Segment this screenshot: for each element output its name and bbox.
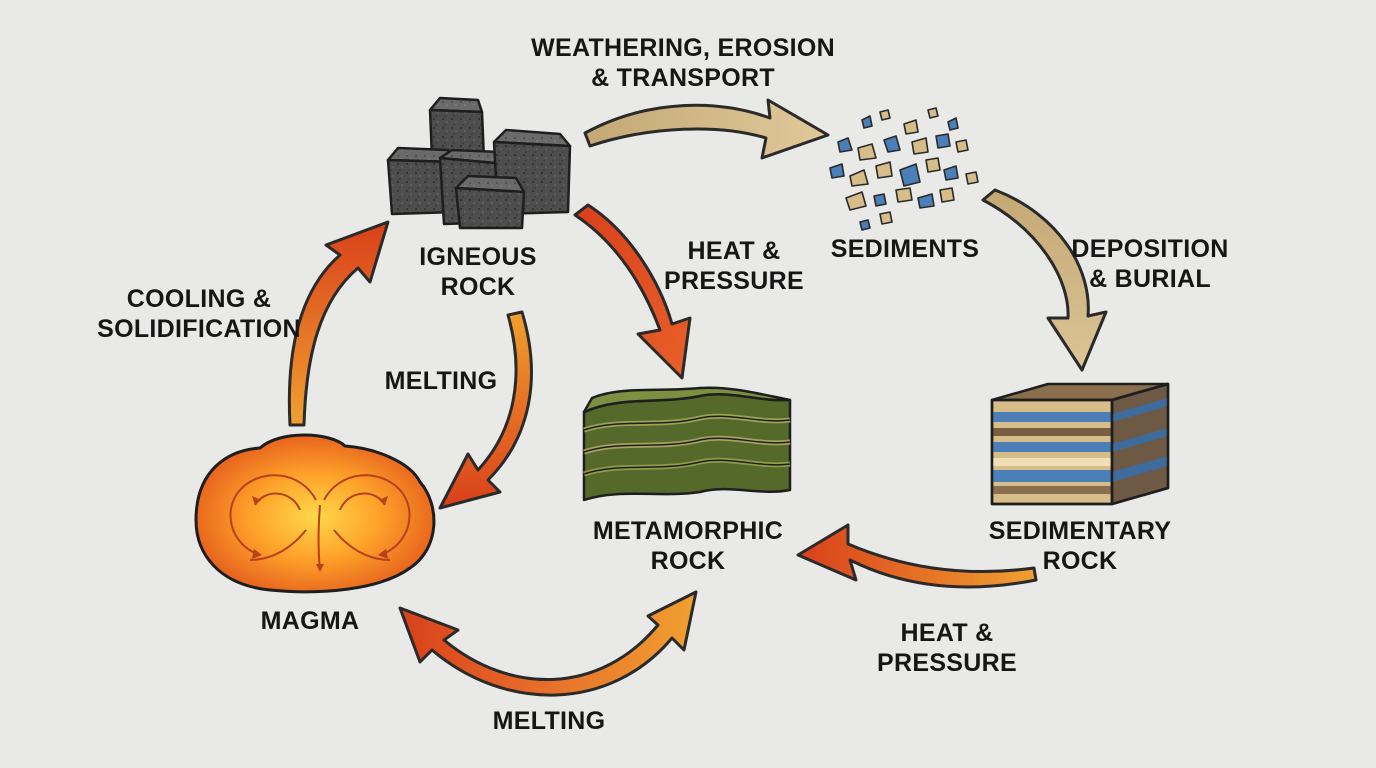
sedimentary-rock-illustration bbox=[990, 382, 1170, 506]
weathering-label-line2: & TRANSPORT bbox=[591, 64, 775, 92]
weathering-arrow bbox=[583, 98, 830, 160]
cooling-arrow bbox=[287, 220, 390, 427]
sediments-illustration bbox=[829, 107, 979, 231]
heat-pressure-igneous-label: HEAT & PRESSURE bbox=[664, 236, 804, 296]
igneous-rock-label-line2: ROCK bbox=[440, 273, 516, 301]
heat-pressure-sedimentary-label-line2: PRESSURE bbox=[877, 649, 1017, 677]
deposition-label: DEPOSITION & BURIAL bbox=[1071, 234, 1228, 294]
weathering-label-line1: WEATHERING, EROSION bbox=[531, 34, 835, 62]
heat-pressure-igneous-label-line2: PRESSURE bbox=[664, 267, 804, 295]
weathering-label: WEATHERING, EROSION & TRANSPORT bbox=[531, 33, 835, 93]
sediments-label-line1: SEDIMENTS bbox=[830, 235, 980, 263]
metamorphic-rock-label: METAMORPHIC ROCK bbox=[593, 516, 783, 576]
metamorphic-rock-illustration bbox=[582, 386, 792, 502]
deposition-label-line1: DEPOSITION bbox=[1071, 235, 1229, 263]
cooling-label-line1: COOLING & bbox=[126, 285, 272, 313]
heat-pressure-arrow-sedimentary bbox=[796, 523, 1038, 589]
deposition-arrow bbox=[981, 188, 1108, 372]
heat-pressure-igneous-label-line1: HEAT & bbox=[687, 237, 781, 265]
melting-bottom-label: MELTING bbox=[493, 706, 606, 736]
sedimentary-rock-label: SEDIMENTARY ROCK bbox=[989, 516, 1171, 576]
melting-igneous-label-line1: MELTING bbox=[384, 367, 498, 395]
sedimentary-rock-label-line1: SEDIMENTARY bbox=[988, 517, 1172, 545]
igneous-rock-illustration bbox=[386, 96, 572, 230]
melting-arrow-bottom bbox=[398, 590, 698, 697]
melting-bottom-label-line1: MELTING bbox=[492, 707, 606, 735]
igneous-rock-label: IGNEOUS ROCK bbox=[419, 242, 536, 302]
sediments-label: SEDIMENTS bbox=[831, 234, 980, 264]
metamorphic-rock-label-line1: METAMORPHIC bbox=[592, 517, 784, 545]
magma-illustration bbox=[194, 433, 436, 594]
melting-arrow-igneous bbox=[438, 310, 533, 510]
heat-pressure-sedimentary-label: HEAT & PRESSURE bbox=[877, 618, 1017, 678]
deposition-label-line2: & BURIAL bbox=[1089, 265, 1211, 293]
heat-pressure-arrow-igneous bbox=[573, 203, 692, 380]
cooling-label: COOLING & SOLIDIFICATION bbox=[97, 284, 301, 344]
cooling-label-line2: SOLIDIFICATION bbox=[97, 315, 301, 343]
melting-igneous-label: MELTING bbox=[385, 366, 498, 396]
igneous-rock-label-line1: IGNEOUS bbox=[419, 243, 537, 271]
metamorphic-rock-label-line2: ROCK bbox=[650, 547, 726, 575]
magma-label: MAGMA bbox=[261, 606, 360, 636]
magma-label-line1: MAGMA bbox=[260, 607, 360, 635]
heat-pressure-sedimentary-label-line1: HEAT & bbox=[900, 619, 994, 647]
sedimentary-rock-label-line2: ROCK bbox=[1042, 547, 1118, 575]
